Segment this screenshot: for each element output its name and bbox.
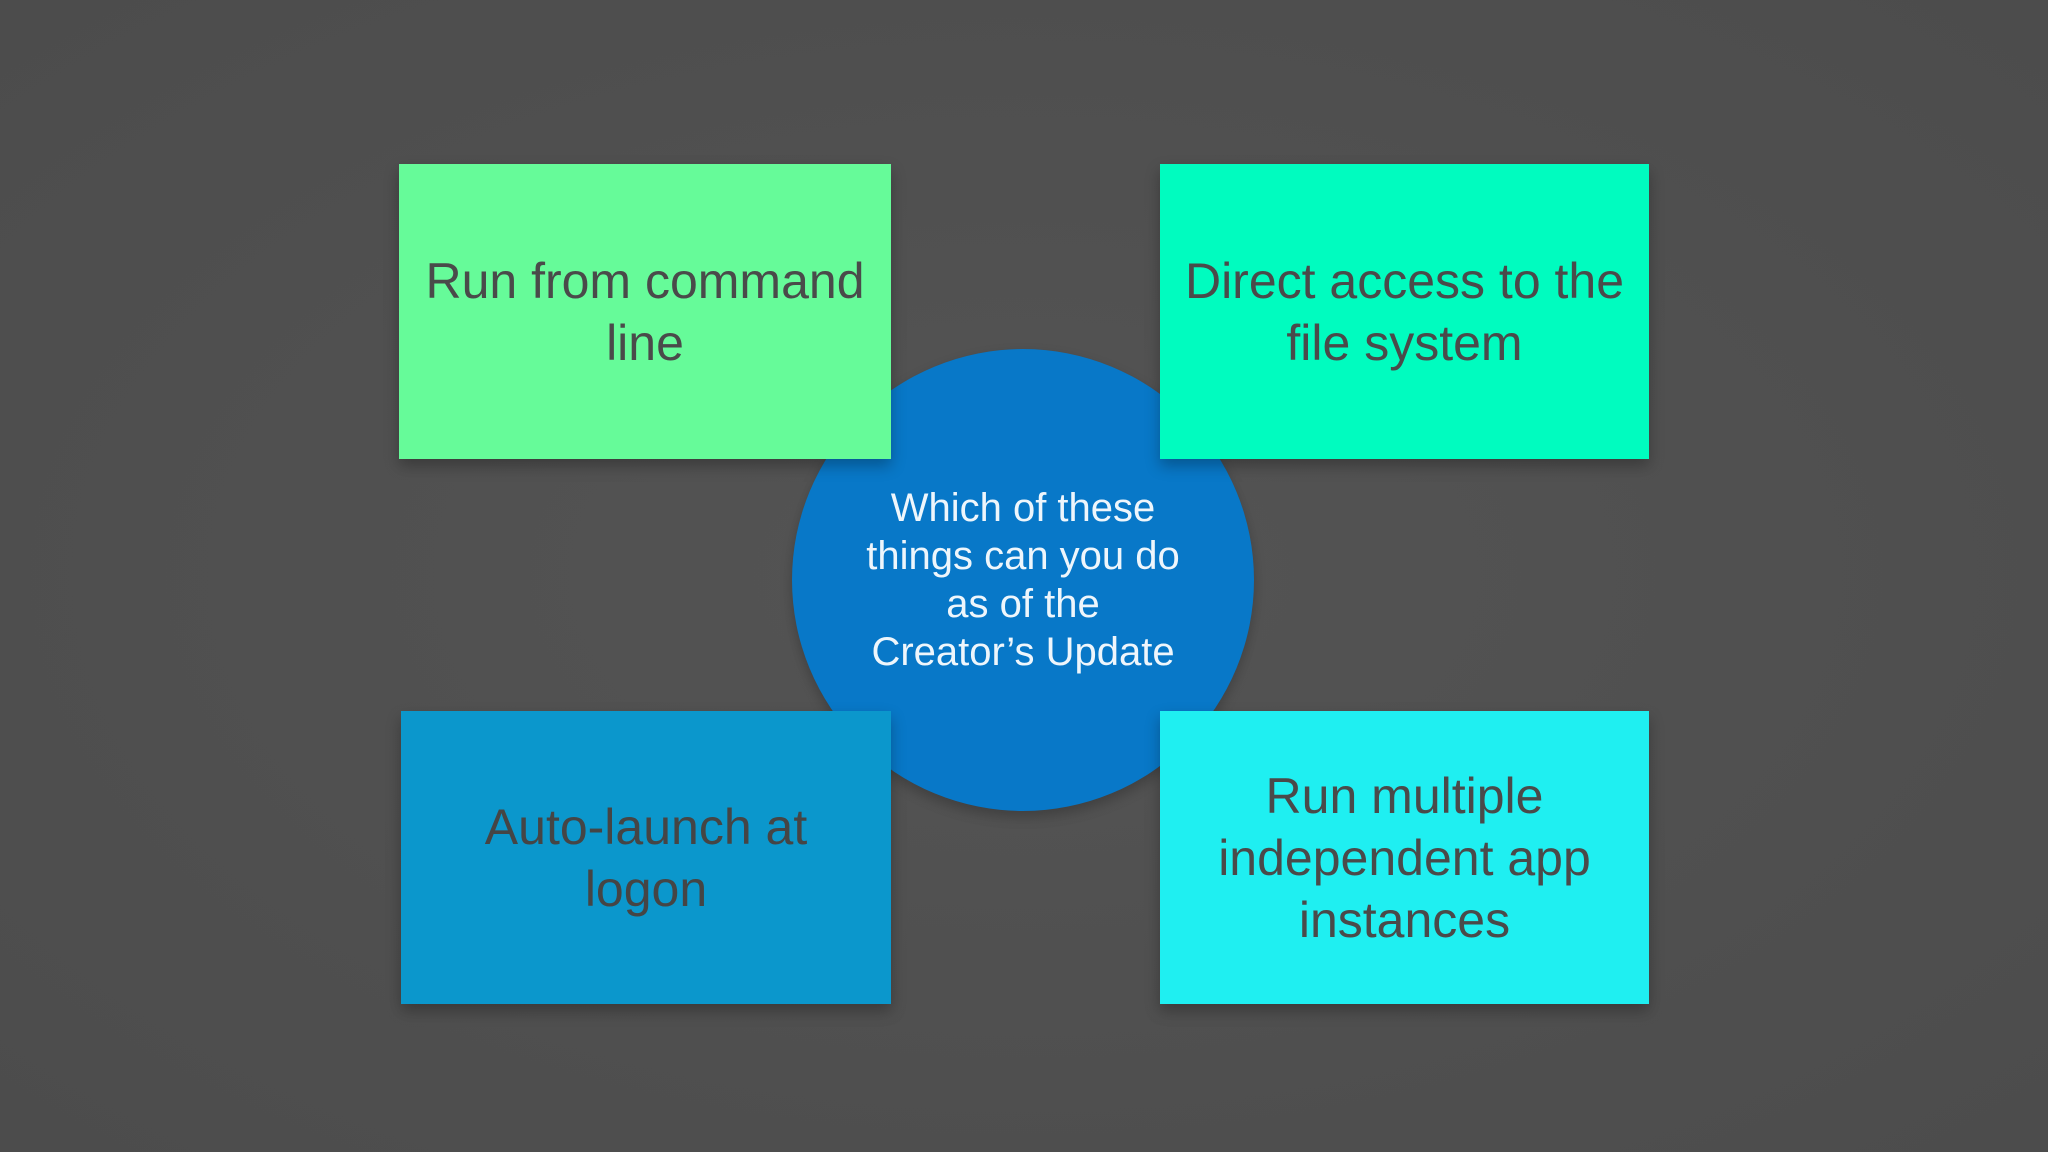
text-line: things can you do (866, 534, 1180, 578)
center-question-text: Which of these things can you do as of t… (866, 484, 1180, 676)
text-line: instances (1298, 891, 1511, 948)
box-label: Direct access to the file system (1170, 250, 1640, 374)
text-line: Run multiple (1265, 767, 1544, 824)
text-line: Run from command (425, 252, 865, 309)
text-line: independent app (1218, 829, 1591, 886)
box-label: Auto-launch at logon (411, 796, 881, 920)
box-run-multiple-instances: Run multiple independent app instances (1160, 711, 1649, 1004)
text-line: logon (584, 860, 708, 917)
box-run-from-command-line: Run from command line (399, 164, 891, 459)
text-line: Auto-launch at (484, 798, 808, 855)
text-line: as of the (946, 582, 1100, 626)
box-auto-launch-at-logon: Auto-launch at logon (401, 711, 891, 1004)
text-line: file system (1286, 314, 1523, 371)
text-line: Direct access to the (1184, 252, 1625, 309)
box-label: Run from command line (410, 250, 880, 374)
text-line: Which of these (890, 486, 1156, 530)
box-direct-file-system-access: Direct access to the file system (1160, 164, 1649, 459)
text-line: Creator’s Update (871, 630, 1175, 674)
text-line: line (606, 314, 684, 371)
box-label: Run multiple independent app instances (1170, 765, 1640, 951)
